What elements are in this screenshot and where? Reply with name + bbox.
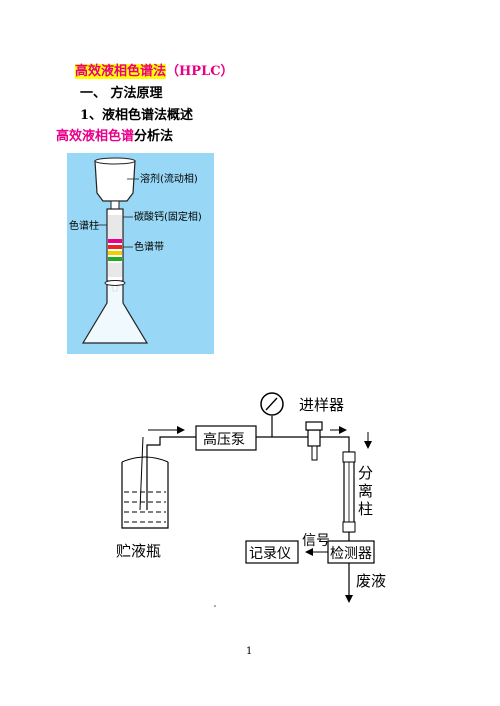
column-top-fitting: [342, 451, 356, 463]
subsection-heading: 1、液相色谱法概述: [80, 108, 194, 123]
inlet-tube-outer: [139, 436, 144, 511]
inlet-tube: [146, 436, 196, 510]
pump-box: [195, 425, 257, 451]
label-injector: 进样器: [299, 396, 344, 414]
section-heading: 一、 方法原理: [80, 86, 163, 101]
band-yellow: [108, 251, 122, 255]
hplc-schematic: 贮液瓶 高压泵 进样器 分 离 柱 检测器 信号 记录仪 废液: [116, 392, 386, 607]
label-pump: 高压泵: [203, 431, 245, 448]
title-main: 高效液相色谱法: [75, 64, 167, 79]
packing-bottom: [108, 263, 122, 277]
label-bands: 色谱带: [134, 240, 164, 253]
bottle-top: [121, 456, 169, 463]
collection-flask: [81, 282, 149, 344]
subtitle-rest: 分析法: [134, 129, 174, 144]
band-magenta: [108, 239, 122, 243]
recorder-box: [245, 540, 299, 564]
column-chromatography-figure: 溶剂(流动相) 色谱柱 碳酸钙(固定相) 色谱带: [67, 153, 214, 354]
reservoir-rim: [94, 157, 136, 165]
label-column-2: 离: [358, 482, 373, 500]
solvent-reservoir-shape: [94, 160, 136, 202]
stray-dot: [214, 605, 216, 607]
gauge-needle: [265, 397, 278, 411]
label-column-1: 分: [358, 464, 373, 482]
packing-top: [108, 215, 122, 239]
flask-neck-rim: [104, 280, 126, 286]
reservoir-bottle: [121, 462, 169, 529]
subtitle: 高效液相色谱分析法: [56, 125, 173, 144]
title-suffix: （HPLC）: [166, 64, 234, 79]
label-recorder: 记录仪: [249, 546, 291, 562]
band-red: [108, 245, 122, 249]
label-solvent: 溶剂(流动相): [140, 172, 198, 185]
column-figure-svg: 溶剂(流动相) 色谱柱 碳酸钙(固定相) 色谱带: [69, 157, 202, 344]
injector-needle: [311, 445, 318, 461]
reservoir-stem: [110, 200, 120, 210]
label-stationary: 碳酸钙(固定相): [134, 210, 202, 223]
document-title: 高效液相色谱法（HPLC）: [75, 60, 234, 79]
label-waste: 废液: [356, 572, 386, 590]
page-number: 1: [246, 646, 253, 657]
label-column: 色谱柱: [69, 219, 99, 232]
band-green: [108, 257, 122, 261]
label-signal: 信号: [302, 533, 330, 549]
label-detector: 检测器: [330, 546, 372, 562]
injector-body: [307, 429, 321, 447]
label-column-3: 柱: [358, 500, 373, 518]
column-bottom-fitting: [342, 521, 356, 533]
subtitle-colored: 高效液相色谱: [56, 129, 135, 144]
injector-head: [305, 421, 323, 431]
label-reservoir: 贮液瓶: [116, 542, 161, 560]
injector-column-line: [320, 436, 350, 452]
